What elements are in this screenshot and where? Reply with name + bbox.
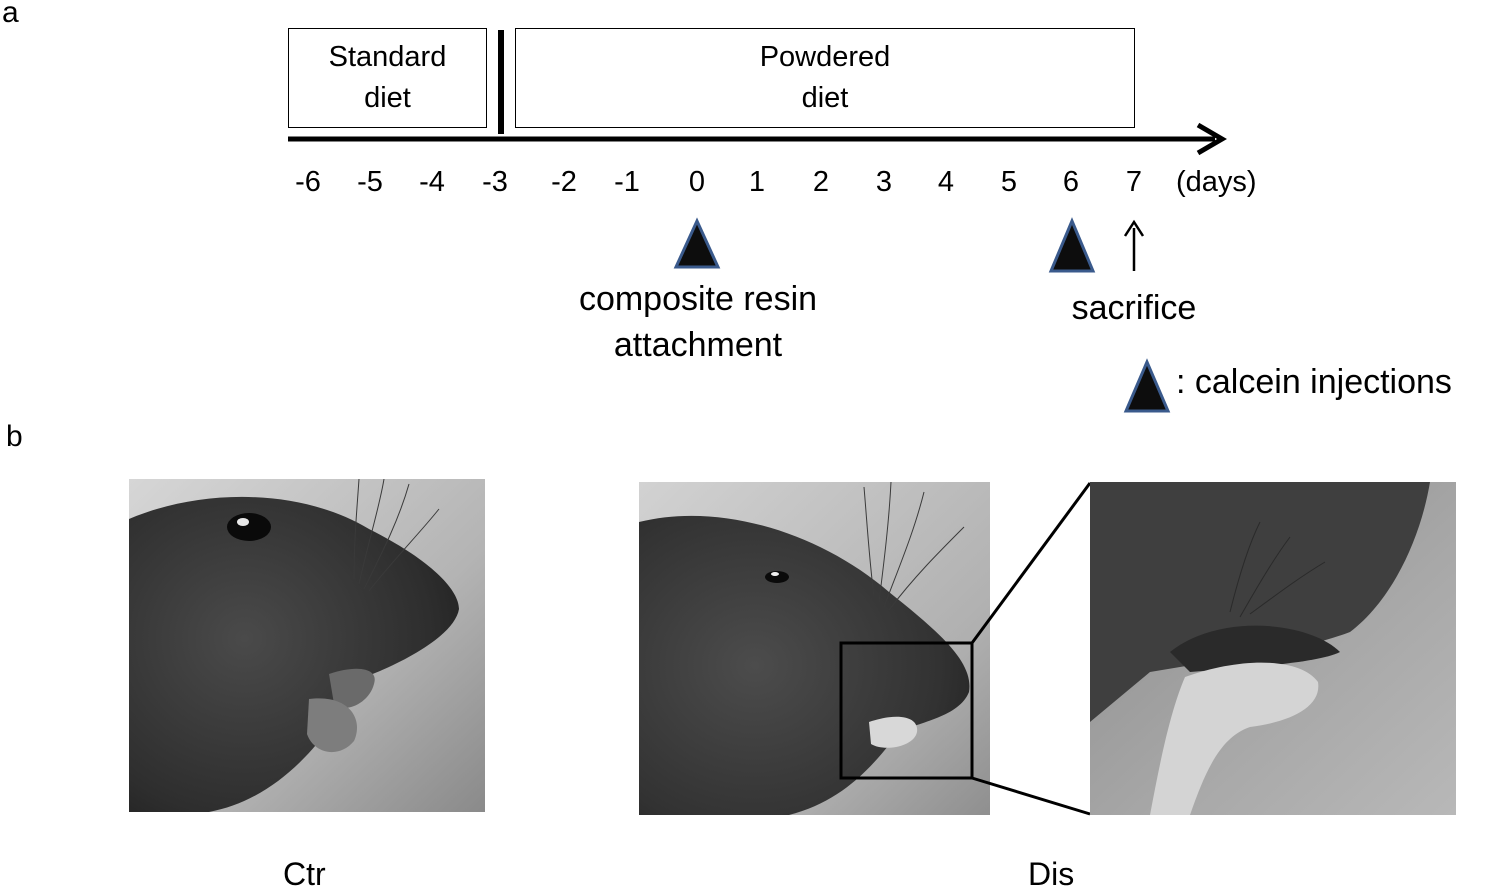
resin-attachment-annotation: composite resin attachment (578, 280, 818, 364)
control-mouse-photo (129, 479, 485, 812)
day-label: 4 (937, 166, 955, 198)
days-unit-label: (days) (1176, 166, 1257, 198)
timeline-graphics (288, 30, 1227, 413)
day-label: -6 (295, 166, 321, 198)
dis-zoom-photo (1090, 482, 1456, 815)
day-label: 2 (812, 166, 830, 198)
day-label: 1 (748, 166, 766, 198)
panel-label-a: a (2, 0, 19, 29)
zoom-region-box (839, 641, 974, 780)
caption-dis: Dis (1028, 856, 1075, 892)
day-label: 6 (1062, 166, 1080, 198)
day-label: -1 (614, 166, 640, 198)
standard-diet-box: Standard diet (288, 28, 487, 128)
day-label: -2 (551, 166, 577, 198)
powdered-diet-box: Powdered diet (515, 28, 1135, 128)
calcein-legend-label: : calcein injections (1176, 363, 1452, 401)
day-label: -5 (357, 166, 383, 198)
sacrifice-arrow-head (1123, 219, 1145, 237)
day-label: 3 (875, 166, 893, 198)
day-label: 7 (1125, 166, 1143, 198)
panel-label-b: b (6, 420, 23, 453)
calcein-legend-marker (1123, 358, 1171, 413)
timeline-arrowhead (1196, 122, 1227, 156)
day-label: 0 (688, 166, 706, 198)
sacrifice-annotation: sacrifice (1071, 289, 1197, 327)
dis-mouse-photo (639, 482, 990, 815)
calcein-marker-day6 (1048, 217, 1096, 273)
caption-control: Ctr (283, 856, 326, 892)
day-label: 5 (1000, 166, 1018, 198)
day-label: -3 (482, 166, 508, 198)
day-label: -4 (419, 166, 445, 198)
calcein-marker-day0 (673, 217, 721, 269)
